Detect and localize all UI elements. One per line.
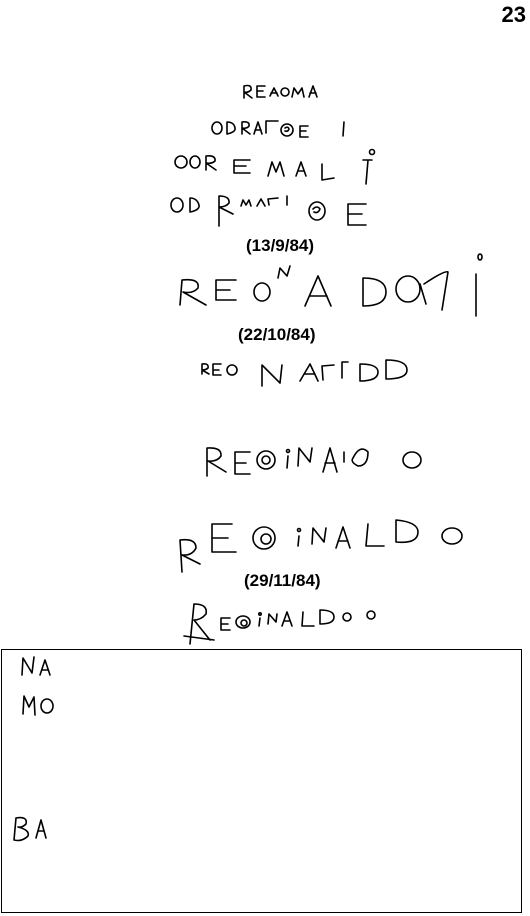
handwriting-attempt-2 [212,121,344,137]
handwriting-attempt-3 [175,150,375,185]
handwriting-attempt-5 [180,254,482,316]
handwriting-attempt-8 [180,520,462,572]
handwriting-attempt-1 [244,86,317,99]
handwriting-attempt-9 [184,604,375,644]
handwriting-attempt-4 [171,196,366,226]
handwriting-attempt-6 [202,360,407,386]
syllable-box [1,649,522,913]
handwriting-attempt-7 [207,448,421,476]
